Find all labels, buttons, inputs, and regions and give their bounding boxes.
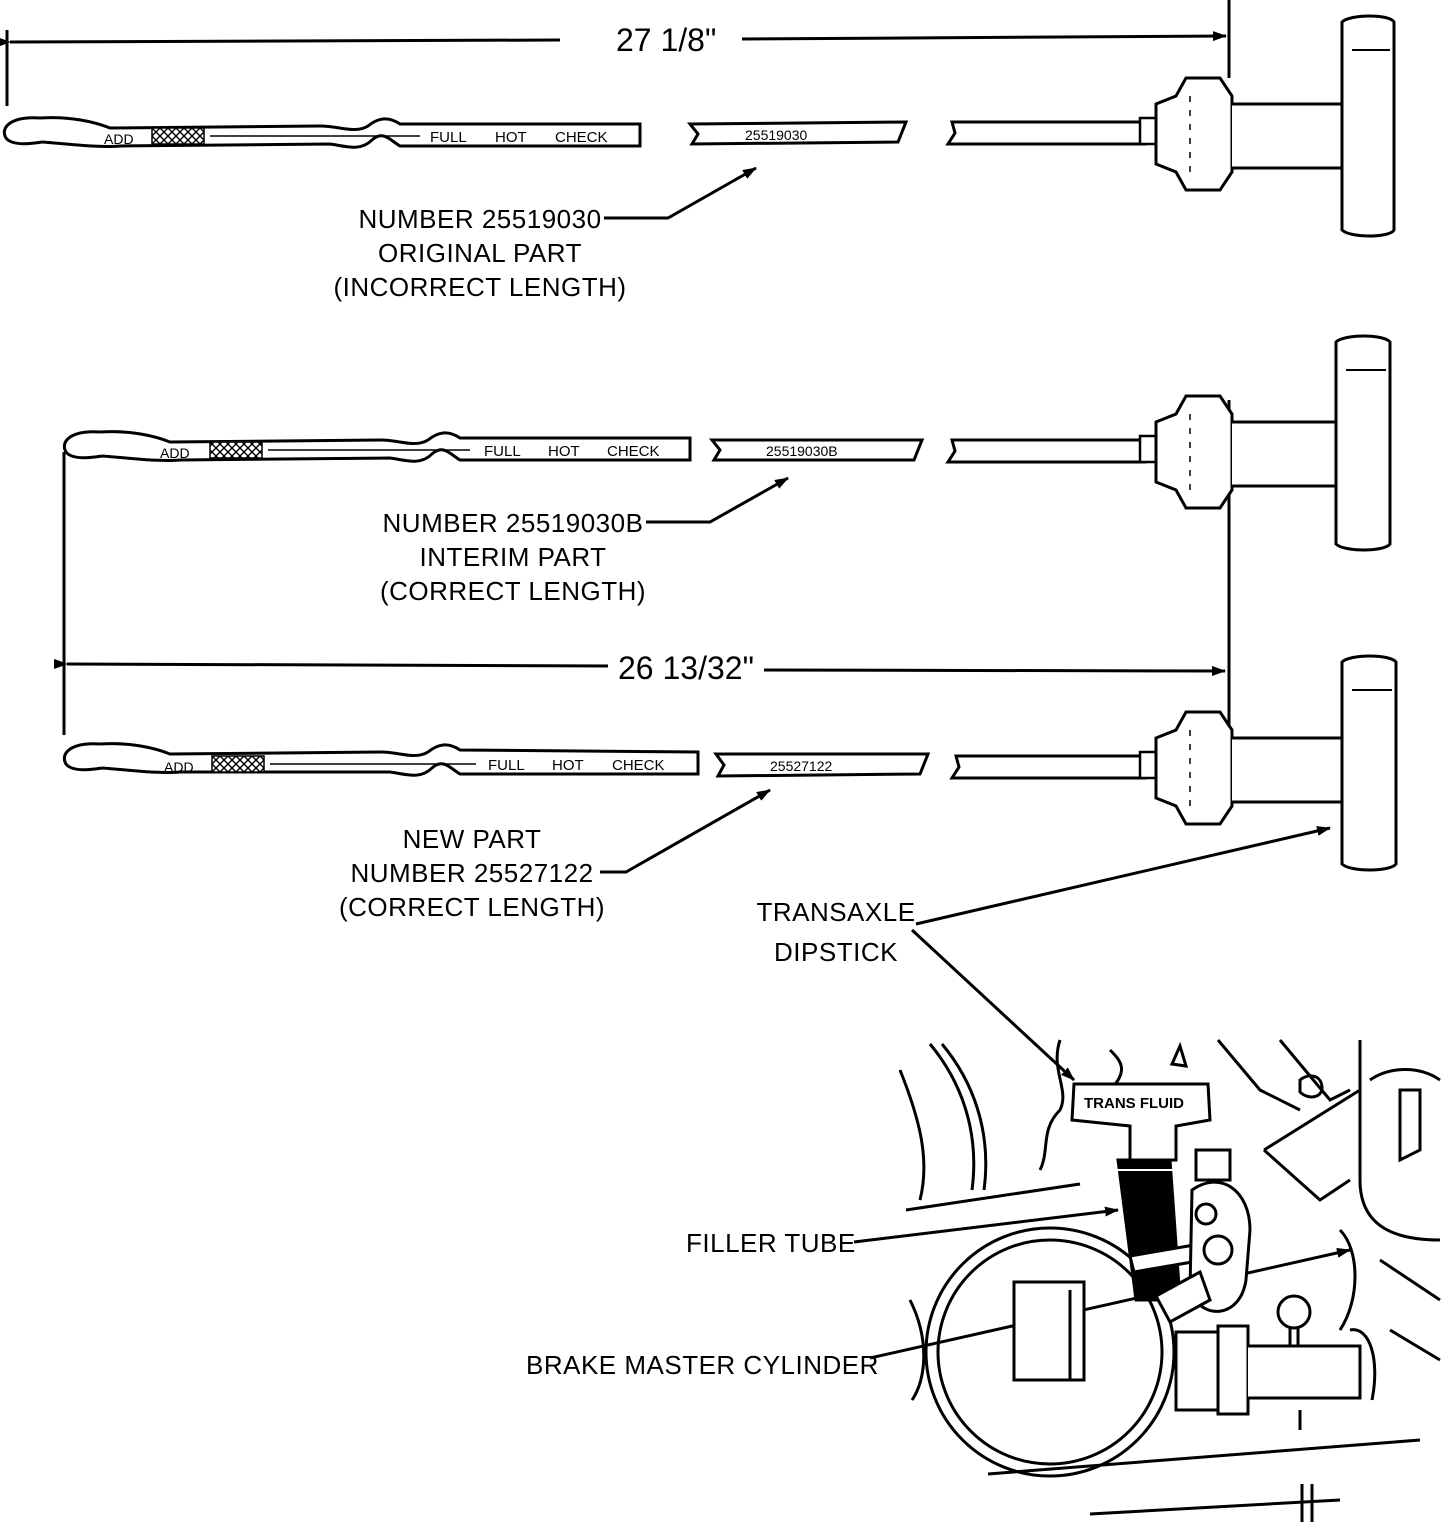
- dipstick-original: ADD FULL HOT CHECK 25519030: [3, 14, 1396, 238]
- part-length-line: (INCORRECT LENGTH): [333, 272, 627, 302]
- part-number-line: NUMBER 25527122: [350, 858, 594, 888]
- part-stamp: 25519030: [745, 127, 808, 143]
- engine-bay-illustration: [898, 1039, 1441, 1522]
- part-leader-lines: [600, 166, 789, 874]
- dipstick-hot-label: HOT: [548, 443, 580, 460]
- dimension-top: [0, 0, 1231, 106]
- dipstick-handle: [1138, 654, 1398, 872]
- dipstick-hatch-band: [209, 441, 263, 459]
- part-type-line: INTERIM PART: [419, 542, 607, 572]
- dipstick-add-label: ADD: [160, 445, 190, 461]
- dipstick-tip: [3, 116, 43, 146]
- part-number-line: NUMBER 25519030: [358, 204, 602, 234]
- dipstick-full-label: FULL: [430, 129, 467, 146]
- dipstick-hatch-band: [211, 755, 265, 773]
- dipstick-handle: [1138, 334, 1392, 552]
- dipstick-tip: [63, 430, 103, 460]
- dipstick-add-label: ADD: [164, 759, 194, 775]
- dipstick-check-label: CHECK: [612, 757, 665, 774]
- part-number-line: NUMBER 25519030B: [382, 508, 644, 538]
- part-stamp: 25519030B: [766, 443, 838, 459]
- dipstick-hot-label: HOT: [552, 757, 584, 774]
- callout-leader-lines: [853, 826, 1351, 1360]
- part-label-original: NUMBER 25519030 ORIGINAL PART (INCORRECT…: [330, 202, 630, 304]
- part-type-line: NEW PART: [402, 824, 542, 854]
- callout-brake-master-cylinder: BRAKE MASTER CYLINDER: [526, 1350, 879, 1380]
- dipstick-full-label: FULL: [484, 443, 521, 460]
- part-length-line: (CORRECT LENGTH): [379, 576, 647, 606]
- callout-filler-tube: FILLER TUBE: [686, 1228, 856, 1258]
- dimension-top-label: 27 1/8": [606, 22, 727, 58]
- dipstick-full-label: FULL: [488, 757, 525, 774]
- part-length-line: (CORRECT LENGTH): [338, 892, 606, 922]
- dipstick-tip: [63, 742, 103, 772]
- callout-transaxle-dipstick: TRANSAXLE DIPSTICK: [736, 892, 936, 972]
- trans-fluid-label: TRANS FLUID: [1084, 1095, 1184, 1112]
- dipstick-hatch-band: [151, 127, 205, 145]
- part-stamp: 25527122: [770, 758, 833, 774]
- part-label-interim: NUMBER 25519030B INTERIM PART (CORRECT L…: [358, 506, 668, 608]
- dipstick-check-label: CHECK: [555, 129, 608, 146]
- dipstick-interim: ADD FULL HOT CHECK 25519030B: [63, 334, 1392, 552]
- dipstick-handle: [1138, 14, 1396, 238]
- dimension-bottom-label: 26 13/32": [608, 650, 764, 686]
- callout-line: DIPSTICK: [774, 937, 898, 967]
- dipstick-add-label: ADD: [104, 131, 134, 147]
- part-type-line: ORIGINAL PART: [378, 238, 582, 268]
- dipstick-check-label: CHECK: [607, 443, 660, 460]
- callout-line: TRANSAXLE: [756, 897, 916, 927]
- dipstick-new: ADD FULL HOT CHECK 25527122: [63, 654, 1398, 872]
- dipstick-hot-label: HOT: [495, 129, 527, 146]
- part-label-new: NEW PART NUMBER 25527122 (CORRECT LENGTH…: [322, 822, 622, 924]
